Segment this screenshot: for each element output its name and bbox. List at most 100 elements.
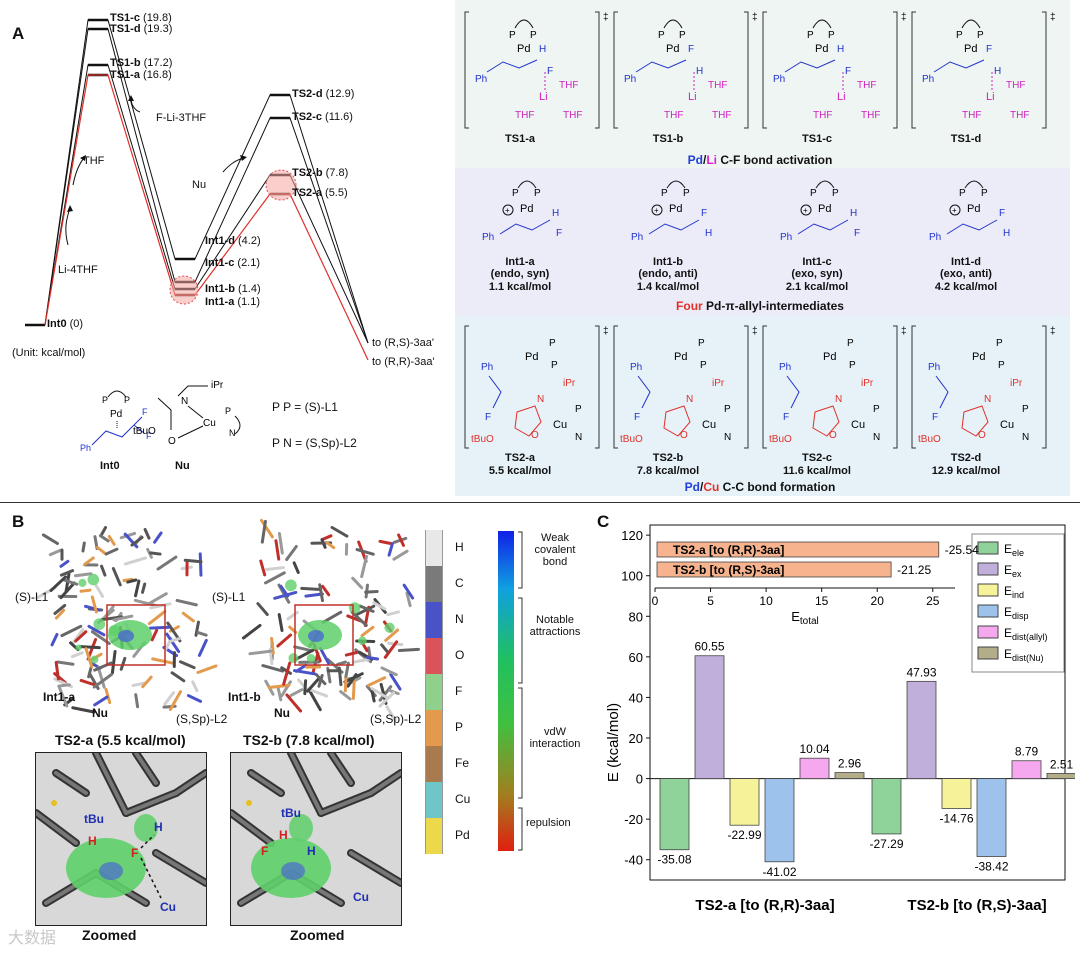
svg-text:THF: THF: [515, 110, 534, 121]
svg-text:Cu: Cu: [1000, 419, 1014, 431]
bar-value-label: 2.51: [1050, 757, 1074, 771]
bar-2-0: [730, 779, 759, 826]
inset-x-tick-label: 10: [759, 594, 773, 608]
svg-text:Cu: Cu: [553, 419, 567, 431]
svg-text:P: P: [873, 404, 880, 415]
ts1-d-caption: TS1-d: [926, 133, 1006, 145]
svg-text:P: P: [1022, 404, 1029, 415]
int1-b-energy: 1.4 kcal/mol: [623, 281, 713, 293]
svg-text:P: P: [530, 30, 537, 41]
svg-text:P: P: [512, 188, 519, 199]
element-swatch-f: [425, 674, 443, 710]
element-label-p: P: [455, 720, 463, 734]
svg-text:F: F: [688, 44, 694, 55]
element-swatch-h: [425, 530, 443, 566]
inset-x-tick-label: 5: [707, 594, 714, 608]
svg-text:P: P: [509, 30, 516, 41]
element-label-fe: Fe: [455, 756, 469, 770]
svg-text:Cu: Cu: [851, 419, 865, 431]
svg-text:N: N: [229, 428, 236, 438]
int1-a-energy: 1.1 kcal/mol: [475, 281, 565, 293]
svg-text:F: F: [634, 412, 640, 423]
svg-text:Li: Li: [539, 91, 548, 103]
svg-text:F: F: [845, 66, 851, 77]
svg-text:tBu: tBu: [281, 806, 301, 820]
ts2-d-value: (12.9): [326, 88, 355, 100]
ligand-l2: P N = (S,Sp)-L2: [272, 436, 357, 450]
svg-text:Ph: Ph: [475, 74, 487, 85]
ts2-a-name: TS2-a: [292, 187, 322, 199]
svg-text:‡: ‡: [901, 326, 907, 337]
ts2-c-name: TS2-c: [292, 111, 322, 123]
inset-x-axis-label: Etotal: [791, 609, 819, 627]
right-l1-label: (S)-L1: [212, 590, 245, 604]
int1-a-value: (1.1): [237, 296, 260, 308]
y-tick-label: 0: [636, 772, 643, 787]
bar-value-label: 47.93: [906, 665, 936, 679]
bar-value-label: -27.29: [869, 837, 903, 851]
thf-label: THF: [83, 155, 104, 167]
svg-text:Pd: Pd: [666, 43, 679, 55]
svg-text:P: P: [724, 404, 731, 415]
svg-text:N: N: [984, 394, 991, 405]
svg-text:tBu: tBu: [84, 812, 104, 826]
bar-value-label: 10.04: [799, 742, 829, 756]
int1-a-sub: (endo, syn): [475, 268, 565, 280]
svg-text:P: P: [828, 30, 835, 41]
svg-text:Pd: Pd: [525, 351, 538, 363]
ts1-c-caption: TS1-c: [777, 133, 857, 145]
y-tick-label: 20: [629, 731, 643, 746]
ts1-d-value: (19.3): [144, 23, 173, 35]
svg-text:tBuO: tBuO: [133, 426, 156, 437]
bar-1-1: [907, 681, 936, 778]
svg-text:F: F: [854, 228, 860, 239]
svg-text:H: H: [154, 820, 163, 834]
svg-text:Ph: Ph: [630, 362, 642, 373]
ts1-a-value: (16.8): [143, 69, 172, 81]
ts1-b-name: TS1-b: [110, 57, 141, 69]
svg-text:Ph: Ph: [631, 232, 643, 243]
ts2-c-value: (11.6): [325, 111, 353, 123]
ts1-a-name: TS1-a: [110, 69, 140, 81]
svg-text:F: F: [999, 208, 1005, 219]
ts2-b-caption: TS2-b: [628, 452, 708, 464]
product-rr: to (R,R)-3aa': [372, 356, 435, 368]
svg-text:tBuO: tBuO: [620, 434, 643, 445]
li4thf-label: Li-4THF: [58, 264, 98, 276]
svg-text:P: P: [534, 188, 541, 199]
bar-value-label: -22.99: [727, 828, 761, 842]
bar-1-0: [695, 656, 724, 779]
svg-text:P: P: [700, 360, 707, 371]
svg-text:Pd: Pd: [669, 203, 682, 215]
bar-0-0: [660, 779, 689, 850]
right-zoomed-label: Zoomed: [290, 927, 344, 943]
element-swatch-n: [425, 602, 443, 638]
svg-text:P: P: [102, 395, 108, 405]
svg-text:P: P: [575, 404, 582, 415]
svg-text:Cu: Cu: [203, 418, 216, 429]
element-label-f: F: [455, 684, 462, 698]
svg-text:iPr: iPr: [211, 380, 224, 391]
svg-text:+: +: [505, 206, 510, 215]
svg-text:F: F: [261, 844, 268, 858]
svg-text:H: H: [850, 208, 857, 219]
element-swatch-cu: [425, 782, 443, 818]
category-label: TS2-b [to (R,S)-3aa]: [907, 897, 1046, 914]
bar-value-label: 60.55: [694, 640, 724, 654]
int1-a-name: Int1-a: [205, 296, 234, 308]
ts1-d-name: TS1-d: [110, 23, 141, 35]
svg-text:Cu: Cu: [353, 890, 369, 904]
inset-x-tick-label: 20: [871, 594, 885, 608]
bar-value-label: -41.02: [762, 865, 796, 879]
panel-b-letter: B: [12, 512, 24, 532]
left-l2-label: (S,Sp)-L2: [176, 712, 227, 726]
int1-d-caption: Int1-d: [921, 256, 1011, 268]
int0-value: (0): [70, 318, 83, 330]
svg-text:N: N: [181, 396, 188, 407]
inset-value-label: -25.54: [945, 543, 979, 557]
bar-value-label: 8.79: [1015, 745, 1039, 759]
bar-3-0: [765, 779, 794, 862]
int1-b-value: (1.4): [238, 283, 261, 295]
